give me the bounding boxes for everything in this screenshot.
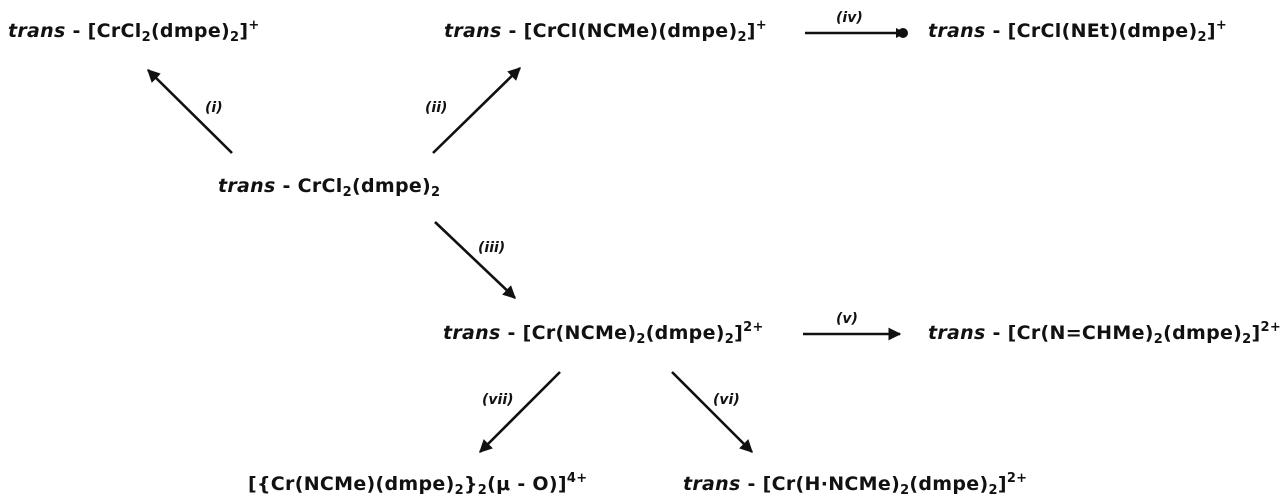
species-cr-h-ncme2-dmpe2-dication: trans - [Cr(H·NCMe)2(dmpe)2]2+ — [683, 471, 1028, 498]
arrow-ii — [432, 67, 521, 154]
species-crcl-ncme-dmpe2-cation: trans - [CrCl(NCMe)(dmpe)2]+ — [444, 18, 767, 45]
species-cr-cl2-dmpe2-cation: trans - [CrCl2(dmpe)2]+ — [8, 18, 260, 45]
species-crcl2-dmpe2-start: trans - CrCl2(dmpe)2 — [218, 175, 441, 200]
arrow-i — [147, 69, 233, 154]
species-cr-ncme2-dmpe2-dication: trans - [Cr(NCMe)2(dmpe)2]2+ — [443, 320, 764, 347]
condition-label-vii: (vii) — [482, 392, 514, 408]
species-crcl-net-dmpe2-cation: trans - [CrCl(NEt)(dmpe)2]+ — [928, 18, 1228, 45]
condition-label-i: (i) — [205, 100, 223, 116]
arrow-iv-head-dot — [898, 28, 908, 38]
arrow-iii — [434, 221, 516, 299]
arrow-vii — [479, 371, 561, 453]
species-mu-oxo-dimer-tetracation: [{Cr(NCMe)(dmpe)2}2(μ - O)]4+ — [248, 471, 588, 498]
condition-label-vi: (vi) — [713, 392, 740, 408]
condition-label-iii: (iii) — [478, 240, 506, 256]
condition-label-iv: (iv) — [836, 10, 863, 26]
species-cr-nchme2-dmpe2-dication: trans - [Cr(N=CHMe)2(dmpe)2]2+ — [928, 320, 1282, 347]
arrow-vi — [671, 371, 753, 453]
condition-label-v: (v) — [836, 311, 858, 327]
condition-label-ii: (ii) — [425, 100, 448, 116]
